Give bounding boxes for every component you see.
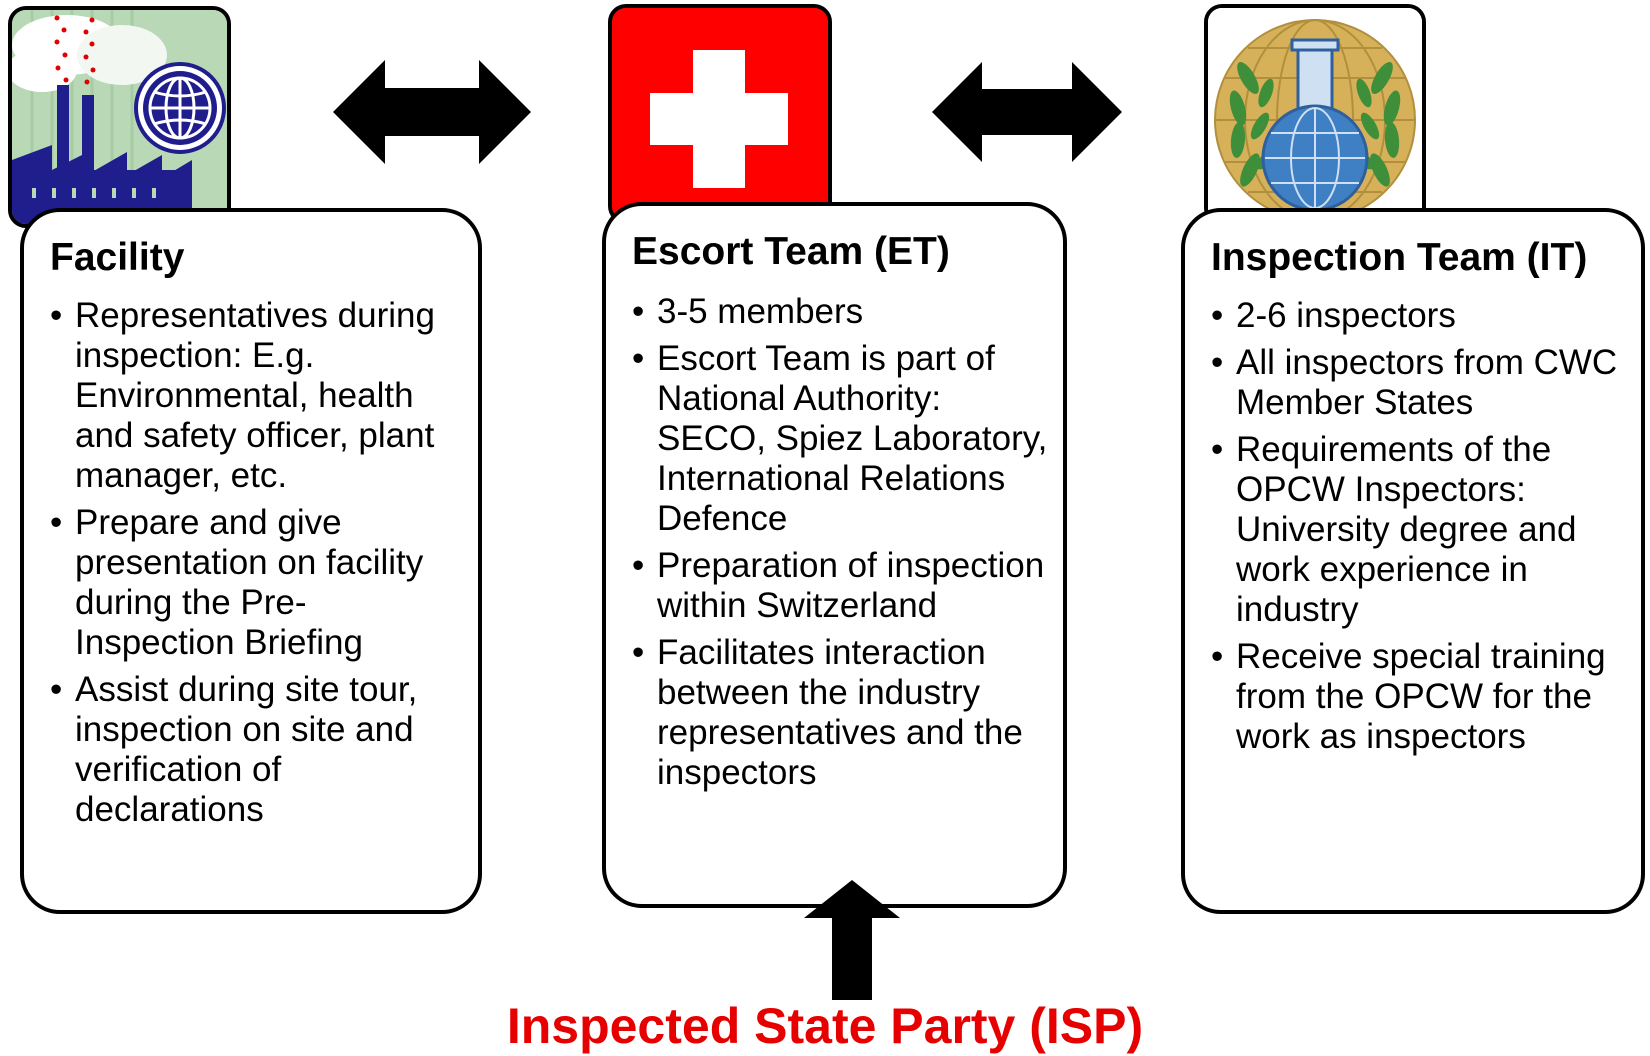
list-item: Assist during site tour, inspection on s… (50, 670, 462, 830)
opcw-emblem-icon (1208, 8, 1422, 222)
list-item: Representatives during inspection: E.g. … (50, 296, 462, 496)
inspection-card: Inspection Team (IT) 2-6 inspectors All … (1181, 208, 1645, 914)
facility-bullet-list: Representatives during inspection: E.g. … (50, 296, 462, 837)
inspection-title: Inspection Team (IT) (1211, 236, 1588, 279)
escort-logo (608, 4, 832, 224)
facility-logo (8, 6, 231, 228)
facility-title: Facility (50, 236, 185, 279)
list-item: Escort Team is part of National Authorit… (632, 339, 1052, 539)
list-item: 3-5 members (632, 292, 1052, 332)
list-item: 2-6 inspectors (1211, 296, 1631, 336)
facility-card: Facility Representatives during inspecti… (20, 208, 482, 914)
inspection-logo (1204, 4, 1426, 226)
escort-card: Escort Team (ET) 3-5 members Escort Team… (602, 202, 1067, 908)
escort-title: Escort Team (ET) (632, 230, 950, 273)
list-item: Receive special training from the OPCW f… (1211, 637, 1631, 757)
list-item: Prepare and give presentation on facilit… (50, 503, 462, 663)
escort-inspection-double-arrow (932, 62, 1122, 162)
inspection-bullet-list: 2-6 inspectors All inspectors from CWC M… (1211, 296, 1631, 764)
factory-globe-icon (12, 10, 227, 224)
facility-escort-double-arrow (333, 60, 531, 164)
list-item: Preparation of inspection within Switzer… (632, 546, 1052, 626)
isp-label: Inspected State Party (ISP) (506, 998, 1144, 1054)
escort-bullet-list: 3-5 members Escort Team is part of Natio… (632, 292, 1052, 800)
list-item: Requirements of the OPCW Inspectors: Uni… (1211, 430, 1631, 630)
list-item: Facilitates interaction between the indu… (632, 633, 1052, 793)
list-item: All inspectors from CWC Member States (1211, 343, 1631, 423)
isp-to-escort-arrow (804, 880, 900, 1000)
swiss-cross-icon (612, 8, 828, 220)
